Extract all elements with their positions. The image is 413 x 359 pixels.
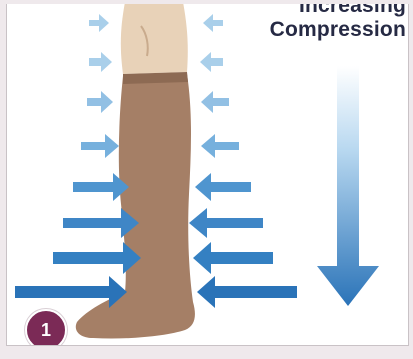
step-badge: 1 (25, 309, 67, 346)
diagram-title: Increasing Compression (270, 4, 406, 42)
title-line-2: Compression (270, 18, 406, 42)
leg-illustration (7, 4, 408, 345)
pressure-arrows-right (189, 14, 297, 308)
upper-leg-skin (121, 4, 188, 74)
arrow-down-icon (317, 66, 379, 306)
compression-stocking (76, 74, 195, 339)
diagram-panel: Increasing Compression 1 (6, 4, 409, 346)
title-line-1: Increasing (270, 4, 406, 18)
